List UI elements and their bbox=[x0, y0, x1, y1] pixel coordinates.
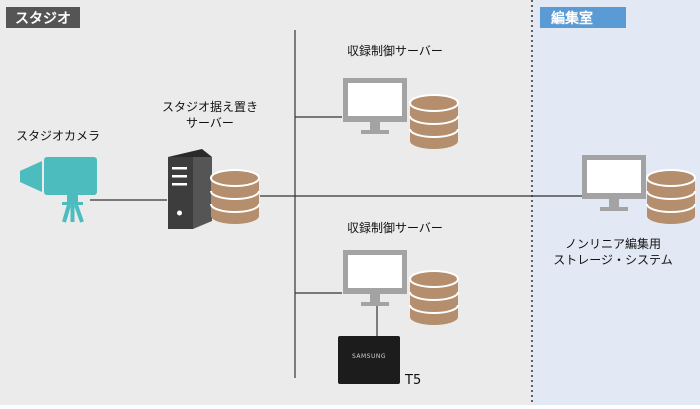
shared-storage-label-line2: ストレージ・システム bbox=[553, 253, 672, 267]
studio-zone bbox=[0, 0, 532, 405]
ssd-icon bbox=[338, 336, 400, 384]
recording-server-bottom-label: 収録制御サーバー bbox=[347, 220, 443, 235]
shared-storage: ノンリニア編集用 ストレージ・システム bbox=[553, 155, 696, 267]
studio-server-label-line2: サーバー bbox=[186, 116, 234, 130]
shared-storage-label-line1: ノンリニア編集用 bbox=[565, 236, 661, 251]
server-tower-icon bbox=[168, 149, 212, 229]
studio-server-label-line1: スタジオ据え置き bbox=[162, 100, 258, 114]
studio-zone-label: スタジオ bbox=[15, 11, 71, 27]
recording-server-bottom: 収録制御サーバー bbox=[343, 220, 459, 326]
recording-server-top-label: 収録制御サーバー bbox=[347, 43, 443, 58]
studio-server: スタジオ据え置き サーバー bbox=[162, 100, 260, 229]
portable-ssd: SAMSUNG T5 bbox=[338, 336, 421, 388]
editing-room-zone-tag: 編集室 bbox=[540, 7, 626, 28]
studio-camera-label: スタジオカメラ bbox=[16, 129, 100, 143]
studio-server-database-icon bbox=[210, 169, 260, 225]
shared-storage-database-icon bbox=[646, 169, 696, 225]
video-camera-icon bbox=[20, 157, 97, 223]
recording-server-bottom-database-icon bbox=[409, 270, 459, 326]
ssd-brand-label: SAMSUNG bbox=[352, 353, 386, 360]
studio-camera: スタジオカメラ bbox=[16, 129, 100, 223]
studio-zone-tag: スタジオ bbox=[6, 7, 80, 28]
recording-server-top-database-icon bbox=[409, 94, 459, 150]
recording-server-top: 収録制御サーバー bbox=[343, 43, 459, 150]
editing-room-zone-label: 編集室 bbox=[551, 10, 593, 27]
connection-lines bbox=[90, 30, 585, 378]
ssd-model-label: T5 bbox=[404, 373, 421, 388]
